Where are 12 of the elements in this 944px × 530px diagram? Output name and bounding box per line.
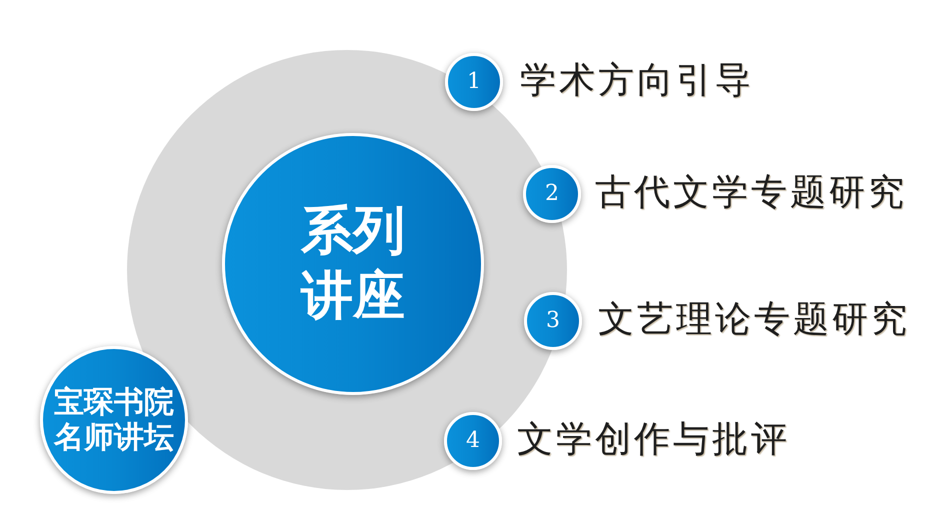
number-circle bbox=[523, 165, 581, 223]
number-label: 2 bbox=[545, 183, 559, 205]
topic-text: 文艺理论专题研究 bbox=[598, 302, 910, 338]
topic-text: 古代文学专题研究 bbox=[595, 175, 907, 211]
topic-text: 文学创作与批评 bbox=[517, 422, 790, 458]
heading-text: 系列讲座 bbox=[300, 200, 406, 328]
number-circle bbox=[445, 53, 503, 111]
number-label: 3 bbox=[546, 310, 560, 332]
heading-text: 宝琛书院名师讲坛 bbox=[52, 384, 175, 456]
number-label: 4 bbox=[466, 430, 480, 452]
number-label: 1 bbox=[467, 71, 481, 93]
topic-text: 学术方向引导 bbox=[520, 63, 754, 99]
